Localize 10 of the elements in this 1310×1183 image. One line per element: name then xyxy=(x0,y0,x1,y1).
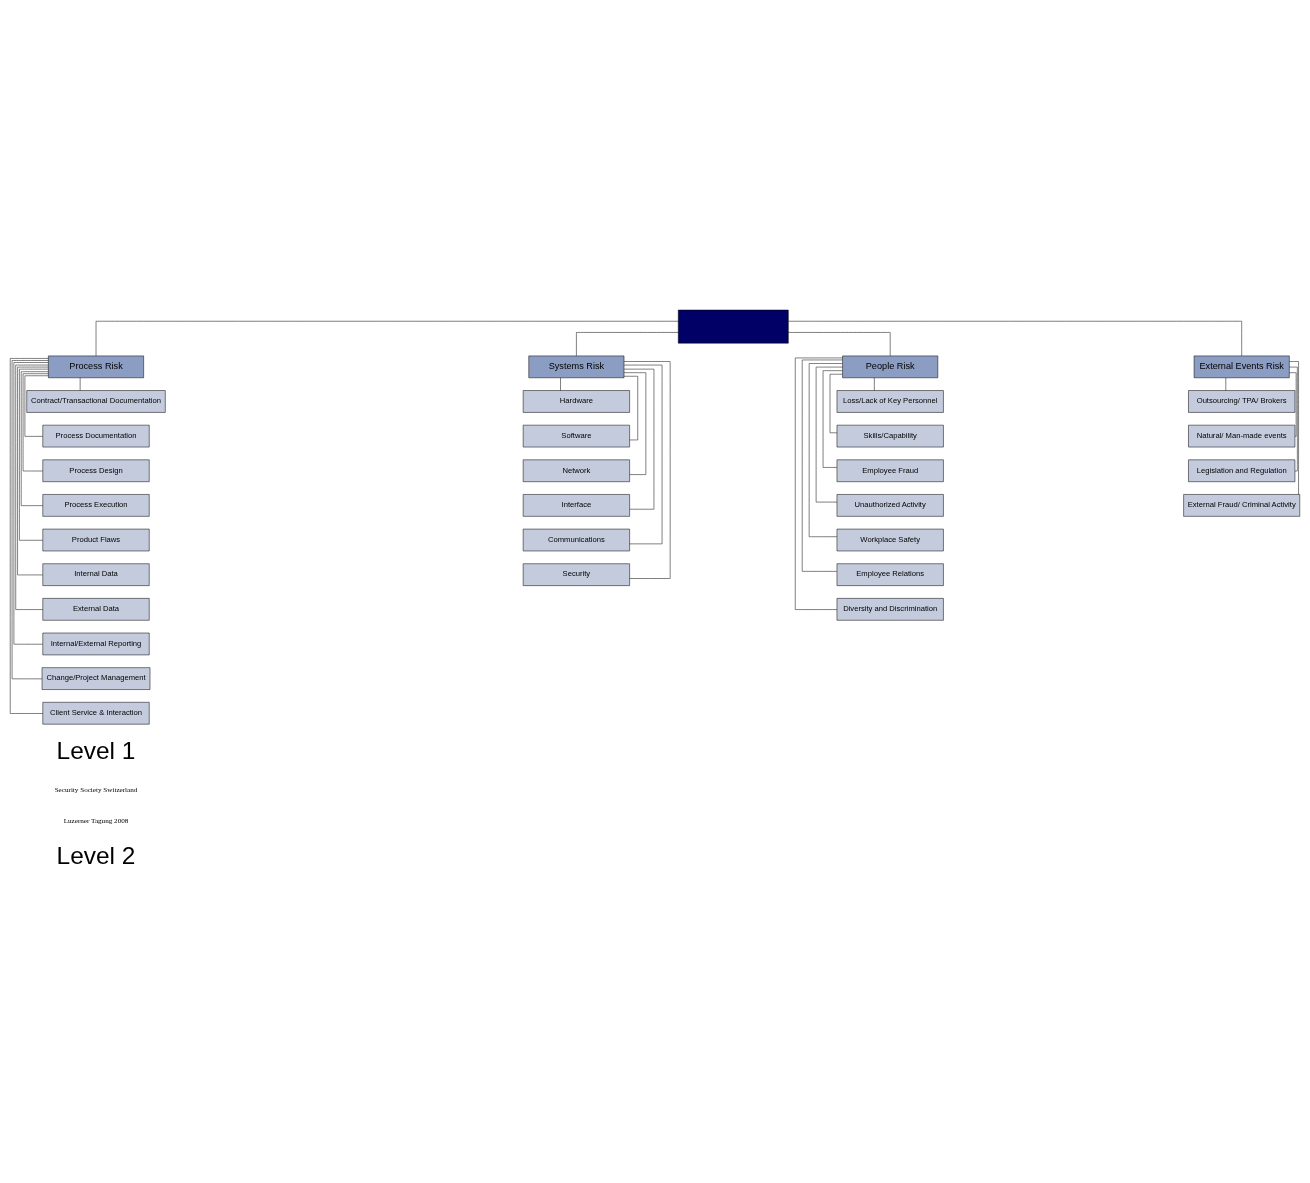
label: Level 1 xyxy=(56,736,136,764)
node-box: Systems Risk xyxy=(528,355,625,378)
node-box xyxy=(678,309,789,343)
connector xyxy=(788,331,891,356)
connector xyxy=(95,320,679,356)
label: Level 2 xyxy=(56,841,136,869)
node-box: External Events Risk xyxy=(1193,355,1290,378)
node-box: Process Risk xyxy=(48,355,144,378)
node-box: People Risk xyxy=(842,355,939,378)
connector xyxy=(576,331,679,356)
